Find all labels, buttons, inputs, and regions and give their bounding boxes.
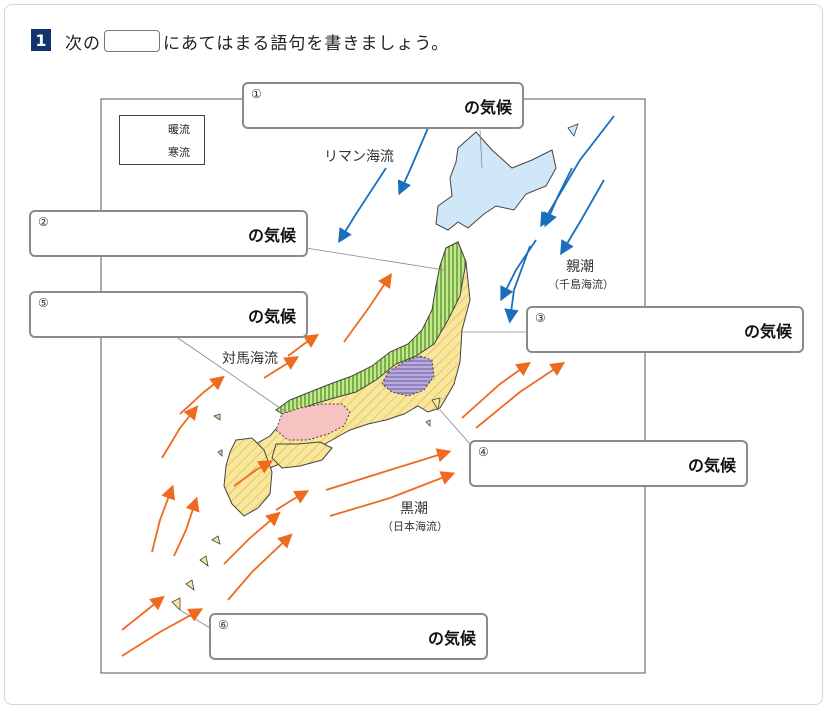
label-kuroshio-alt: （日本海流）: [382, 520, 448, 533]
answer-box-3[interactable]: ③ の気候: [526, 306, 804, 353]
setouchi-region: [275, 403, 351, 441]
answer-number-3: ③: [535, 311, 546, 325]
cold-current-arrows: [338, 115, 615, 324]
instruction-prefix: 次の: [65, 33, 101, 54]
label-oyashio: 親潮: [566, 259, 594, 275]
shikoku-region: [271, 441, 333, 469]
answer-number-5: ⑤: [38, 296, 49, 310]
answer-box-6[interactable]: ⑥ の気候: [209, 613, 488, 660]
sado-oki-islands: [213, 413, 223, 457]
label-tsushima-current: 対馬海流: [222, 351, 278, 367]
answer-number-1: ①: [251, 87, 262, 101]
label-liman-current: リマン海流: [324, 149, 394, 165]
answer-box-5[interactable]: ⑤ の気候: [29, 291, 308, 338]
izu-islands: [425, 397, 441, 427]
legend-cold-label: 寒流: [168, 146, 190, 159]
answer-number-6: ⑥: [218, 618, 229, 632]
warm-current-arrows: [121, 273, 565, 657]
answer-suffix-6: の気候: [427, 629, 476, 648]
label-oyashio-alt: （千島海流）: [548, 278, 614, 291]
answer-number-4: ④: [478, 445, 489, 459]
blank-box-sample: [104, 30, 160, 52]
answer-box-2[interactable]: ② の気候: [29, 210, 308, 257]
answer-suffix-2: の気候: [247, 226, 296, 245]
answer-number-2: ②: [38, 215, 49, 229]
kuril-island: [567, 123, 579, 137]
answer-suffix-1: の気候: [463, 98, 512, 117]
question-instruction: 次の にあてはまる語句を書きましょう。: [65, 28, 449, 54]
answer-suffix-5: の気候: [247, 307, 296, 326]
answer-suffix-4: の気候: [687, 456, 736, 475]
kyushu-region: [223, 437, 273, 517]
leader-lines: [174, 129, 526, 629]
inland-region: [381, 355, 435, 397]
answer-suffix-3: の気候: [743, 322, 792, 341]
instruction-suffix: にあてはまる語句を書きましょう。: [163, 33, 450, 54]
answer-box-4[interactable]: ④ の気候: [469, 440, 748, 487]
question-number: 1: [31, 29, 51, 51]
legend-warm-label: 暖流: [168, 123, 190, 136]
answer-box-1[interactable]: ① の気候: [242, 82, 524, 129]
map-legend: 暖流 寒流: [119, 115, 205, 165]
label-kuroshio: 黒潮: [400, 501, 428, 517]
nansei-islands: [171, 535, 221, 611]
hokkaido-region: [435, 131, 557, 231]
